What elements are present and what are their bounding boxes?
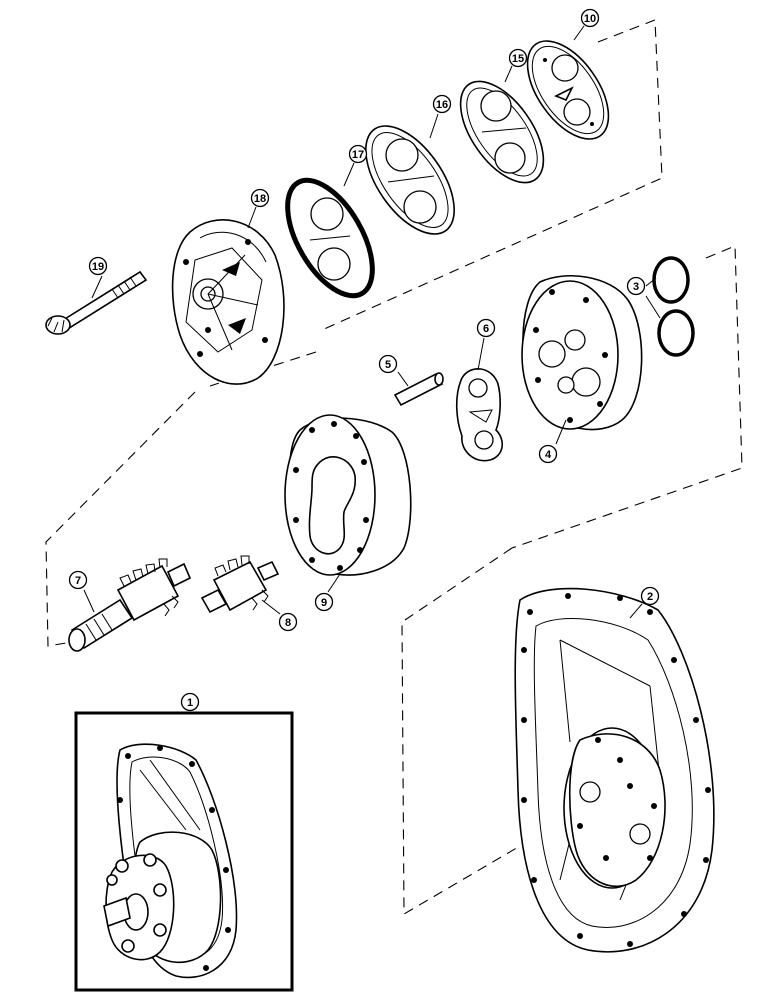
callout-6: 6 [476,318,496,338]
callout-2: 2 [640,586,660,606]
part-18-end-cover [171,219,285,385]
svg-text:9: 9 [321,597,327,609]
svg-text:1: 1 [187,697,193,709]
svg-text:10: 10 [584,13,596,25]
callouts: 1 2 3 4 5 6 7 8 [68,8,660,712]
callout-15: 15 [508,48,528,68]
svg-text:19: 19 [92,261,104,273]
part-19-bolt [45,270,148,335]
callout-10: 10 [580,8,600,28]
callout-9: 9 [314,592,334,612]
svg-text:18: 18 [254,193,266,205]
part-7-drive-gear-shaft [68,558,192,652]
callout-1: 1 [180,692,200,712]
part-9-gear-housing [284,414,412,576]
callout-4: 4 [538,444,558,464]
svg-text:5: 5 [385,359,391,371]
callout-16: 16 [432,94,452,114]
part-1-assembly-inset [74,711,294,992]
callout-5: 5 [378,354,398,374]
svg-text:7: 7 [75,575,81,587]
part-3-o-rings [652,256,695,357]
callout-17: 17 [348,144,368,164]
callout-18: 18 [250,188,270,208]
svg-text:3: 3 [633,281,639,293]
svg-text:8: 8 [285,617,291,629]
part-15-gasket [459,80,545,184]
callout-19: 19 [88,256,108,276]
part-16-gasket [365,125,455,235]
svg-text:16: 16 [436,99,448,111]
callout-3: 3 [626,276,646,296]
svg-text:2: 2 [647,591,653,603]
part-5-dowel-pin [393,372,444,407]
part-4-plate [521,274,643,431]
svg-text:17: 17 [352,149,364,161]
part-8-driven-gear [200,555,280,614]
callout-leaders [83,25,661,619]
part-17-seal [285,177,375,299]
svg-text:15: 15 [512,53,524,65]
part-2-flange-housing [514,587,715,953]
part-6-thrust-plate [455,368,503,462]
svg-text:4: 4 [545,449,552,461]
callout-8: 8 [278,612,298,632]
svg-text:6: 6 [483,323,489,335]
callout-7: 7 [68,570,88,590]
part-10-plate [526,40,610,140]
